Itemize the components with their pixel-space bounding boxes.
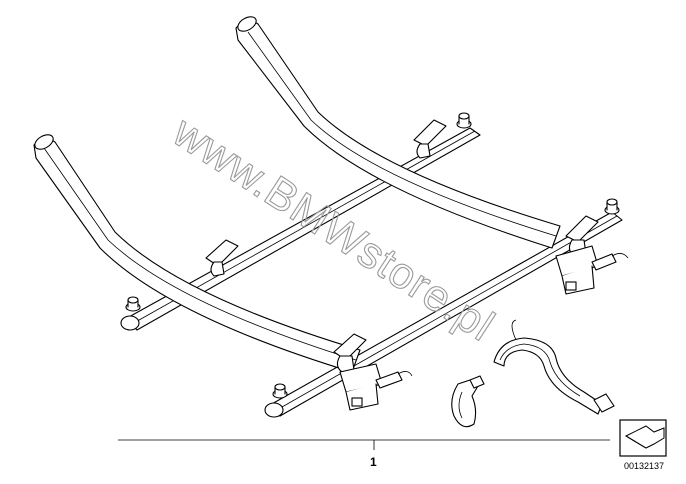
front-crossbar-knob-right — [604, 198, 620, 215]
callout-line — [118, 439, 610, 450]
front-left-clamp — [333, 333, 413, 411]
rear-right-clamp — [413, 119, 447, 159]
rear-left-clamp — [205, 239, 239, 277]
long-strap — [493, 319, 615, 415]
left-wheel-rail — [33, 134, 361, 373]
front-right-clamp — [555, 215, 629, 295]
part-arrow-icon — [619, 419, 667, 457]
right-wheel-rail — [235, 16, 561, 249]
rear-crossbar-knob-right — [456, 112, 472, 129]
callout-label: 1 — [370, 455, 377, 469]
front-crossbar — [264, 198, 623, 418]
front-crossbar-knob-left — [272, 383, 288, 399]
rear-crossbar-knob-left — [125, 296, 141, 312]
diagram-id: 00132137 — [624, 461, 664, 471]
short-strap — [451, 375, 485, 428]
